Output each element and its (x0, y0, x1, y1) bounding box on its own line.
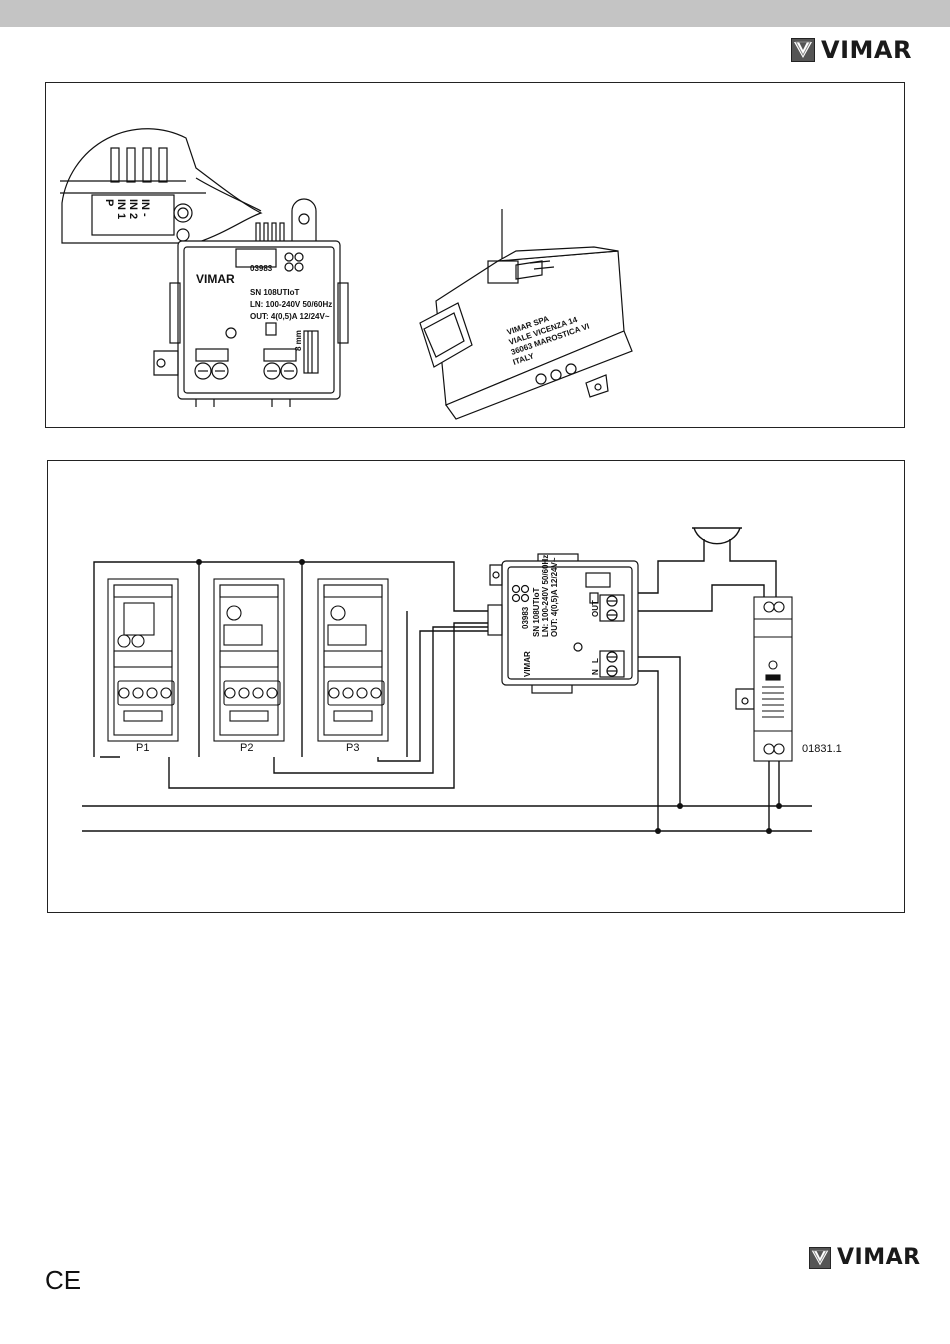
module-line3: OUT: 4(0,5)A 12/24V~ (550, 557, 559, 637)
module-code: 03983 (521, 606, 530, 629)
module-front-line1: SN 108UTIoT (250, 288, 299, 297)
module-back-view (420, 209, 632, 419)
pushbutton-label-p3: P3 (346, 742, 359, 754)
vimar-logo-icon (809, 1247, 831, 1269)
connector-zoom-callout (60, 129, 261, 243)
module-n-label: N (591, 669, 600, 675)
module-front-line2: LN: 100-240V 50/60Hz (250, 300, 332, 309)
brand-name: VIMAR (821, 36, 912, 64)
pushbutton-p3 (318, 579, 388, 741)
module-brand: VIMAR (523, 651, 532, 677)
pin-label-in2: IN 2 (127, 199, 139, 219)
brand-name: VIMAR (837, 1245, 921, 1270)
wiring-diagram-drawing: P1 P2 P3 VIMAR (48, 461, 906, 914)
pushbutton-p2 (214, 579, 284, 741)
module-out-label: OUT (591, 600, 600, 617)
brand-logo-bottom: VIMAR (809, 1245, 921, 1270)
module-front-line3: OUT: 4(0,5)A 12/24V~ (250, 312, 330, 321)
pin-label-in1: IN 1 (115, 199, 127, 219)
pushbutton-label-p1: P1 (136, 742, 149, 754)
transformer-01831 (754, 597, 792, 761)
iot-module (488, 554, 754, 709)
pushbutton-p1 (108, 579, 178, 741)
vimar-logo-icon (791, 38, 815, 62)
top-bar (0, 0, 950, 27)
wiring-diagram-panel: P1 P2 P3 VIMAR (47, 460, 905, 913)
mains-junctions (655, 803, 782, 834)
product-views-drawing: IN - IN 2 IN 1 P (46, 83, 906, 429)
module-front-code: 03983 (250, 264, 273, 273)
ce-mark: CE (45, 1268, 81, 1292)
mains-wiring (82, 539, 812, 831)
bell-icon (692, 528, 742, 544)
pushbutton-label-p2: P2 (240, 742, 253, 754)
transformer-code-label: 01831.1 (802, 743, 842, 755)
module-front-brand: VIMAR (196, 272, 235, 286)
pin-label-p: P (103, 199, 115, 206)
ce-mark-text: CE (45, 1268, 81, 1292)
pin-label-in-minus: IN - (139, 199, 151, 217)
module-line1: SN 108UTIoT (532, 588, 541, 637)
pushbutton-labels: P1 P2 P3 (136, 742, 359, 754)
strip-length-label: 8 mm (294, 330, 303, 351)
product-views-panel: IN - IN 2 IN 1 P (45, 82, 905, 428)
brand-logo-top: VIMAR (791, 36, 912, 64)
module-line2: LN: 100-240V 50/60Hz (541, 555, 550, 637)
module-l-label: L (591, 658, 600, 663)
